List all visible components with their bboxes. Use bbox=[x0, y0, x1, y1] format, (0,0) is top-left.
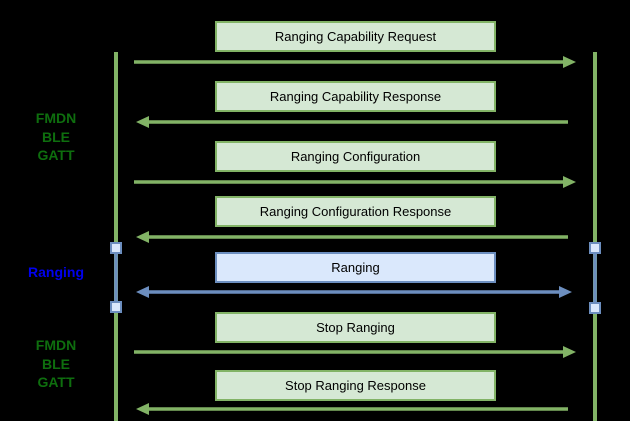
phase-label-fmdn-ble-gatt-top: FMDN BLE GATT bbox=[0, 109, 112, 165]
message-box-stop-ranging: Stop Ranging bbox=[215, 312, 496, 343]
phase-label-fmdn-ble-gatt-bottom: FMDN BLE GATT bbox=[0, 336, 112, 392]
phase-label-line: FMDN bbox=[35, 337, 77, 353]
phase-label-ranging: Ranging bbox=[0, 263, 112, 282]
phase-label-line: GATT bbox=[37, 147, 75, 163]
phase-label-line: BLE bbox=[42, 128, 70, 145]
message-box-ranging-capability-response: Ranging Capability Response bbox=[215, 81, 496, 112]
message-box-stop-ranging-response: Stop Ranging Response bbox=[215, 370, 496, 401]
phase-label-line: FMDN bbox=[35, 110, 77, 126]
phase-label-line: BLE bbox=[42, 355, 70, 372]
activation-marker-right-top bbox=[589, 242, 601, 254]
phase-label-line: Ranging bbox=[28, 264, 84, 280]
message-box-ranging: Ranging bbox=[215, 252, 496, 283]
message-box-ranging-configuration-response: Ranging Configuration Response bbox=[215, 196, 496, 227]
activation-marker-left-bottom bbox=[110, 301, 122, 313]
phase-label-line: GATT bbox=[37, 374, 75, 390]
message-box-ranging-capability-request: Ranging Capability Request bbox=[215, 21, 496, 52]
message-box-ranging-configuration: Ranging Configuration bbox=[215, 141, 496, 172]
activation-marker-left-top bbox=[110, 242, 122, 254]
activation-marker-right-bottom bbox=[589, 302, 601, 314]
